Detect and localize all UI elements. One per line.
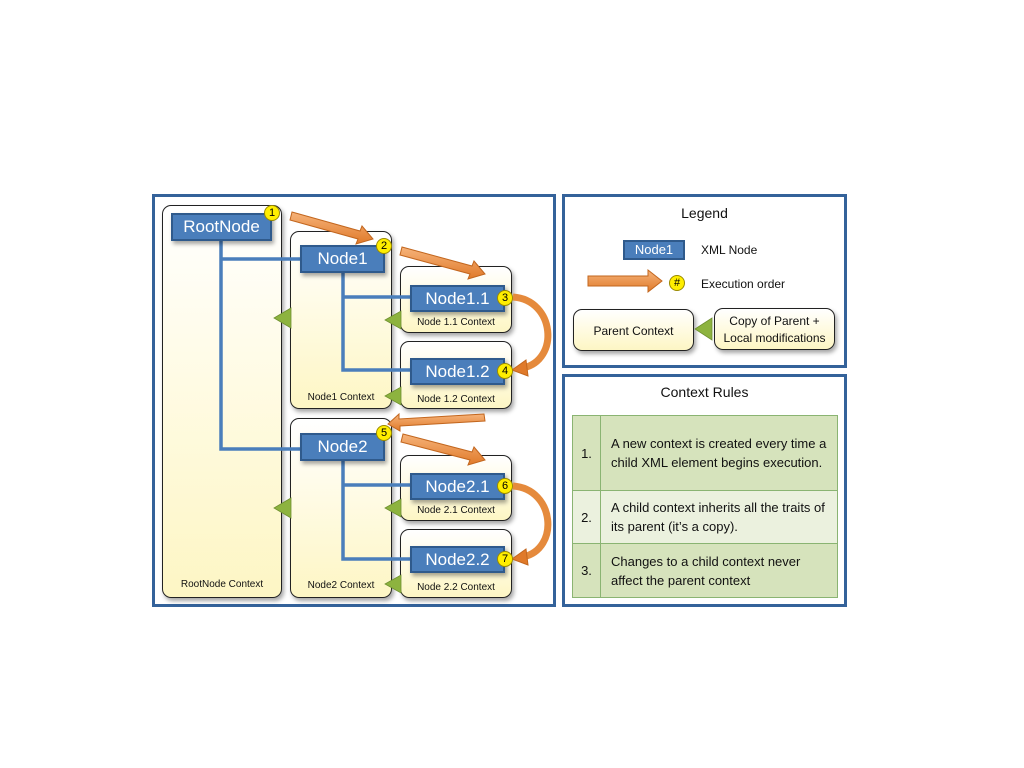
legend-panel: Legend Node1 XML Node Execution order Pa… [562,194,847,368]
node2-1-node: Node2.1 [410,473,505,500]
rule-row: 3. Changes to a child context never affe… [572,543,838,598]
node2-2-context-label: Node 2.2 Context [417,582,495,593]
rule-row: 2. A child context inherits all the trai… [572,490,838,544]
node1-1-context-label: Node 1.1 Context [417,317,495,328]
legend-node-desc: XML Node [701,243,758,257]
rule-text: A new context is created every time a ch… [600,415,838,491]
node1-2-node: Node1.2 [410,358,505,385]
order-badge-3: 3 [497,290,513,306]
order-badge-4: 4 [497,363,513,379]
rule-text: A child context inherits all the traits … [600,490,838,544]
legend-parent-context-label: Parent Context [593,324,674,338]
node1-context-label: Node1 Context [307,392,375,403]
rootnode-context-label: RootNode Context [180,579,264,590]
rule-text: Changes to a child context never affect … [600,543,838,598]
node1-1-node: Node1.1 [410,285,505,312]
legend-order-badge: # [669,275,685,291]
order-badge-2: 2 [376,238,392,254]
order-badge-1: 1 [264,205,280,221]
rules-title: Context Rules [660,384,749,400]
legend-title: Legend [681,205,728,221]
node2-1-context-label: Node 2.1 Context [417,505,495,516]
node1-2-context-label: Node 1.2 Context [417,394,495,405]
context-rules-panel: Context Rules 1. A new context is create… [562,374,847,607]
node2-node: Node2 [300,433,385,461]
legend-node-sample: Node1 [623,240,685,260]
legend-order-desc: Execution order [701,277,786,291]
rule-row: 1. A new context is created every time a… [572,415,838,491]
order-badge-5: 5 [376,425,392,441]
legend-child-context: Copy of Parent + Local modifications [714,308,835,350]
node2-context-label: Node2 Context [307,580,375,591]
rule-number: 3. [572,543,601,598]
rootnode-node: RootNode [171,213,272,241]
order-badge-6: 6 [497,478,513,494]
order-badge-7: 7 [497,551,513,567]
rule-number: 1. [572,415,601,491]
rule-number: 2. [572,490,601,544]
node2-2-node: Node2.2 [410,546,505,573]
legend-copy-line1: Copy of Parent + [729,314,820,328]
rootnode-context: RootNode Context [162,205,282,598]
node1-node: Node1 [300,245,385,273]
legend-copy-line2: Local modifications [723,331,826,345]
rules-table: 1. A new context is created every time a… [572,415,838,598]
legend-parent-context: Parent Context [573,309,694,351]
